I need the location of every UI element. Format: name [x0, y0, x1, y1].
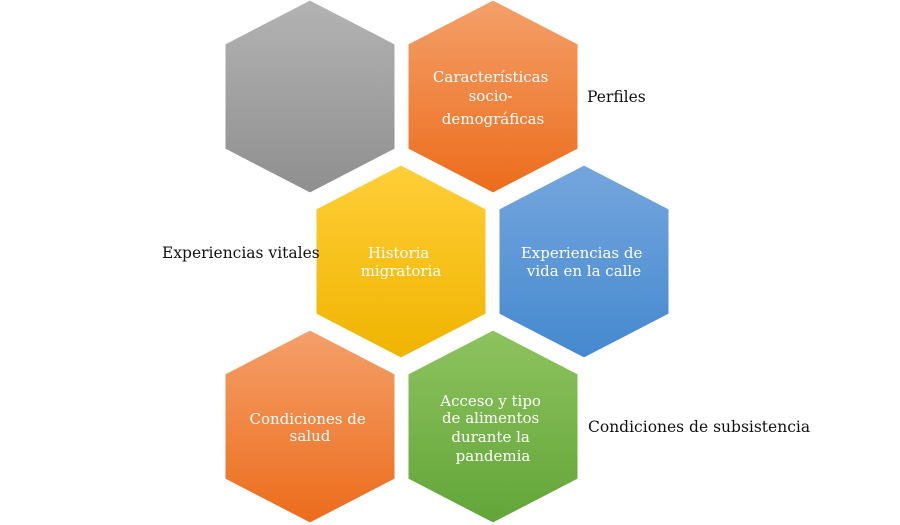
label-perfiles: Perfiles — [587, 88, 646, 106]
hexagon-blank — [224, 0, 396, 194]
hexagon-condiciones-salud-label: Condiciones de salud — [249, 410, 370, 445]
hexagon-caracteristicas-shape — [407, 0, 579, 194]
hexagon-experiencias-calle-label: Experiencias de vida en la calle — [521, 244, 647, 280]
hexagon-caracteristicas-label: Características socio- demográficas — [433, 68, 553, 128]
hexagon-caracteristicas: Características socio- demográficas — [407, 0, 579, 194]
hexagon-blank-shape — [224, 0, 396, 194]
hexagon-historia-shape — [315, 164, 487, 359]
hexagon-experiencias-calle-shape — [498, 164, 670, 359]
hexagon-acceso-alimentos-label: Acceso y tipo de alimentos durante la pa… — [439, 392, 546, 465]
hexagon-condiciones-salud: Condiciones de salud — [224, 329, 396, 524]
hexagon-acceso-alimentos: Acceso y tipo de alimentos durante la pa… — [407, 329, 579, 524]
hexagon-historia: Historia migratoria — [315, 164, 487, 359]
label-experiencias-vitales: Experiencias vitales — [162, 244, 320, 262]
hexagon-condiciones-salud-shape — [224, 329, 396, 524]
hexagon-historia-label: Historia migratoria — [361, 244, 442, 280]
hexagon-acceso-alimentos-shape — [407, 329, 579, 524]
label-condiciones-subsistencia: Condiciones de subsistencia — [588, 418, 811, 436]
hexagon-experiencias-calle: Experiencias de vida en la calle — [498, 164, 670, 359]
